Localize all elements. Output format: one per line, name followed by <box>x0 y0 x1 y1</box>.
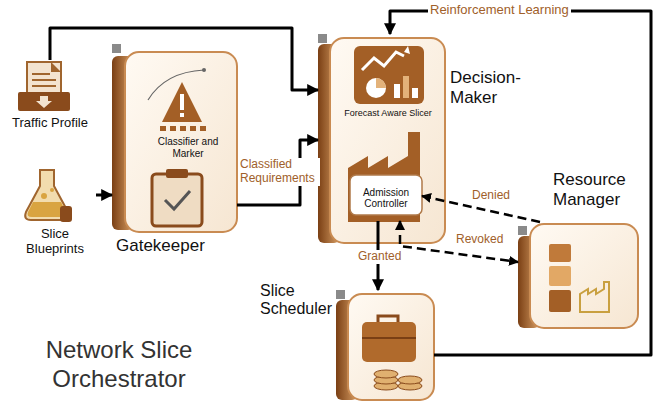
factory-icon <box>348 132 422 222</box>
node-box: Traffic Profile <box>4 60 96 134</box>
icon-shape <box>166 169 188 178</box>
gatekeeper-frame <box>112 44 237 232</box>
node-label: Slice Blueprints <box>14 227 96 257</box>
icon-shape <box>318 34 327 43</box>
icon-shape <box>580 282 609 312</box>
node-heading: Slice Scheduler <box>260 282 334 319</box>
node-box: Admission Controller <box>350 175 422 221</box>
forecast-icon <box>354 46 424 104</box>
icon-shape <box>180 113 184 117</box>
icon-shape <box>41 193 47 199</box>
icon-shape <box>32 79 56 81</box>
node-box: Slice Blueprints <box>14 165 96 263</box>
icon-shape <box>549 290 571 312</box>
icon-shape <box>549 244 571 262</box>
icon-shape <box>412 88 418 98</box>
decision-maker-frame <box>318 34 445 243</box>
icon-shape <box>394 84 400 98</box>
node-label: Traffic Profile <box>4 116 96 131</box>
flow-arrow <box>96 194 112 197</box>
traffic-profile-icon <box>18 62 70 111</box>
icon-shape <box>530 224 638 328</box>
edge-label: Revoked <box>454 233 505 247</box>
node-label: Forecast Aware Slicer <box>338 108 438 118</box>
edge-label: Denied <box>470 189 512 203</box>
icon-shape <box>404 46 410 54</box>
icon-shape <box>354 46 424 104</box>
icon-shape <box>50 188 54 192</box>
node-box: Forecast Aware Slicer <box>338 42 438 122</box>
node-label: Classifier and Marker <box>152 136 224 159</box>
icon-shape <box>162 82 202 122</box>
edge-label: Granted <box>356 250 403 264</box>
edge-label: Reinforcement Learning <box>428 3 571 18</box>
icon-shape <box>366 78 386 98</box>
icon-shape <box>362 52 404 70</box>
classifier-icon <box>148 68 206 131</box>
node-heading: Gatekeeper <box>116 236 246 256</box>
icon-shape <box>348 294 434 400</box>
briefcase-icon <box>362 316 422 390</box>
icon-shape <box>125 52 237 232</box>
icon-shape <box>32 85 56 87</box>
icon-shape <box>398 376 422 384</box>
node-box: Slice Scheduler <box>336 290 434 400</box>
icon-shape <box>202 68 206 72</box>
dashed-arrow <box>400 221 518 262</box>
icon-shape <box>403 76 409 98</box>
icon-shape <box>549 266 571 286</box>
icon-shape <box>376 78 386 88</box>
clipboard-icon <box>152 169 202 226</box>
icon-shape <box>60 206 72 222</box>
icon-shape <box>51 62 61 72</box>
icon-shape <box>36 96 52 108</box>
diagram-title: Network Slice Orchestrator <box>14 336 224 394</box>
node-label: Admission Controller <box>352 175 420 221</box>
node-heading: Decision-Maker <box>450 68 536 107</box>
node-box: Decision-MakerForecast Aware SlicerAdmis… <box>318 34 445 243</box>
resource-icon <box>549 244 609 312</box>
icon-shape <box>165 191 190 209</box>
icon-shape <box>180 94 184 110</box>
resource-manager-frame <box>518 224 638 328</box>
node-box: Resource Manager <box>518 222 638 328</box>
icon-shape <box>160 126 166 131</box>
node-heading: Resource Manager <box>553 170 649 209</box>
icon-shape <box>200 126 206 131</box>
edge-label: Classified Requirements <box>238 158 320 186</box>
icon-shape <box>170 126 176 131</box>
icon-shape <box>330 38 445 243</box>
icon-shape <box>32 73 50 75</box>
icon-shape <box>112 44 121 53</box>
icon-shape <box>374 370 398 378</box>
icon-shape <box>362 337 416 339</box>
flow-arrow <box>50 28 318 90</box>
flow-arrow <box>390 11 651 355</box>
icon-shape <box>152 174 202 226</box>
icon-shape <box>190 126 196 131</box>
icon-shape <box>378 316 398 322</box>
slice-scheduler-frame <box>336 290 434 400</box>
node-box: Classifier and MarkerGatekeeper <box>112 48 237 232</box>
icon-shape <box>362 322 416 362</box>
icon-shape <box>518 226 527 235</box>
icon-shape <box>180 126 186 131</box>
icon-shape <box>18 92 70 111</box>
slice-blueprints-icon <box>25 170 72 222</box>
icon-shape <box>336 290 345 299</box>
